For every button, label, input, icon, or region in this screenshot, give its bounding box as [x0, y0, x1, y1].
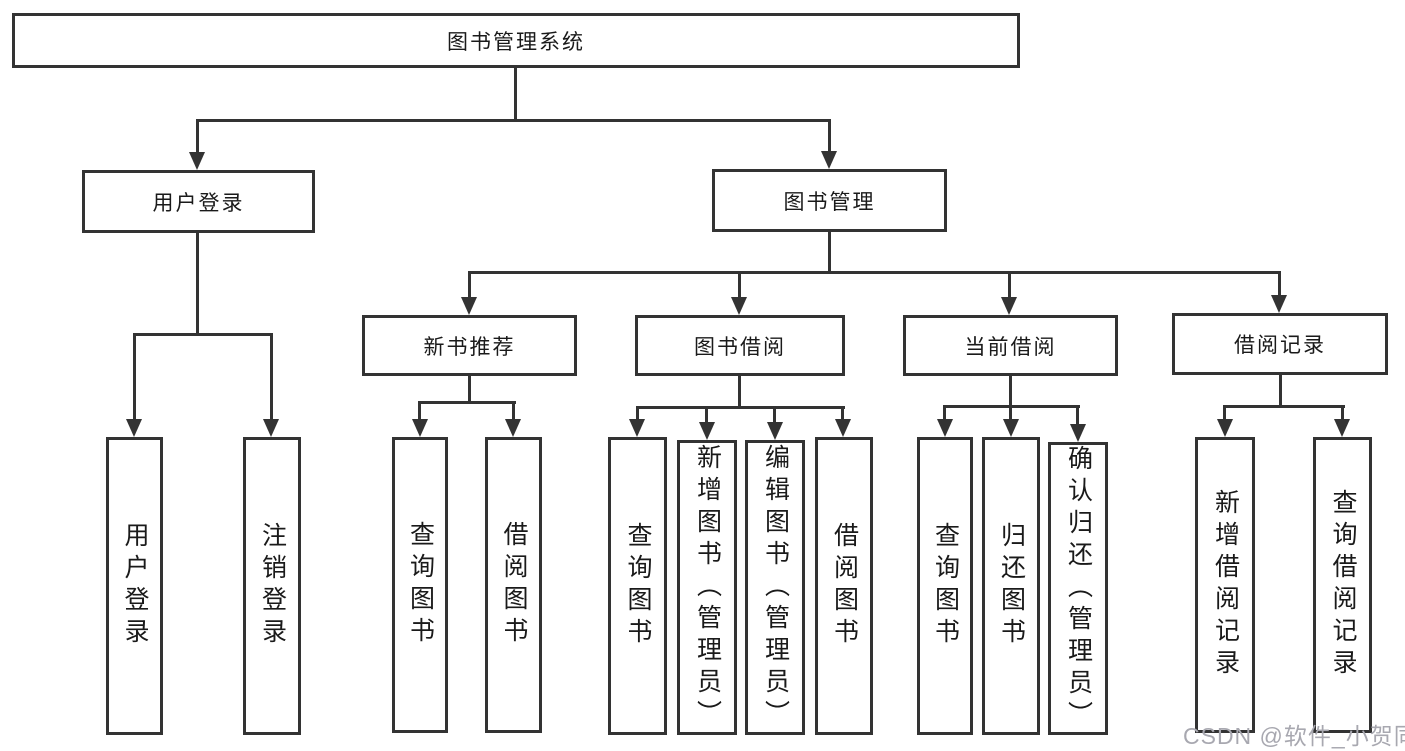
node-label: 注销登录 [258, 522, 287, 650]
node-label: 用户登录 [121, 522, 149, 650]
node-current-borrowing: 当前借阅 [903, 315, 1118, 376]
node-book-management: 图书管理 [712, 169, 947, 232]
node-label: 确认归还（管理员） [1064, 445, 1093, 733]
node-label: 新书推荐 [423, 335, 516, 359]
node-user-login: 用户登录 [82, 170, 315, 233]
connector-line [514, 68, 517, 122]
node-new-book-recommendation: 新书推荐 [362, 315, 577, 376]
node-label: 用户登录 [152, 191, 245, 215]
connector-line [468, 271, 471, 299]
arrowhead-icon [126, 419, 142, 437]
node-label: 归还图书 [997, 522, 1026, 650]
connector-line [636, 406, 639, 421]
connector-line [1076, 405, 1079, 426]
connector-line [512, 401, 515, 421]
connector-line [828, 232, 831, 274]
connector-line [1009, 405, 1012, 421]
arrowhead-icon [1003, 419, 1019, 437]
connector-line [1008, 271, 1011, 299]
arrowhead-icon [189, 152, 205, 170]
leaf-confirm-return-admin: 确认归还（管理员） [1048, 442, 1108, 735]
node-borrowing-records: 借阅记录 [1172, 313, 1388, 375]
node-label: 图书管理系统 [447, 30, 585, 54]
csdn-watermark: CSDN @软件_小贺同学 [1183, 723, 1405, 749]
node-label: 查询图书 [624, 522, 652, 650]
connector-line [196, 119, 199, 155]
arrowhead-icon [461, 297, 477, 315]
connector-line [196, 119, 831, 122]
connector-line [1279, 375, 1282, 407]
node-label: 查询借阅记录 [1329, 489, 1357, 681]
node-label: 借阅图书 [830, 522, 859, 650]
leaf-query-borrow-record: 查询借阅记录 [1313, 437, 1372, 733]
leaf-query-books-current: 查询图书 [917, 437, 973, 735]
leaf-borrow-books-borrowing: 借阅图书 [815, 437, 873, 735]
connector-line [738, 376, 741, 409]
arrowhead-icon [505, 419, 521, 437]
connector-line [636, 406, 845, 409]
leaf-query-books-recommend: 查询图书 [392, 437, 448, 733]
connector-line [1223, 405, 1226, 421]
leaf-add-borrow-record: 新增借阅记录 [1195, 437, 1255, 733]
connector-line [773, 406, 776, 424]
connector-line [468, 376, 471, 404]
leaf-logout: 注销登录 [243, 437, 301, 735]
connector-line [841, 406, 844, 421]
arrowhead-icon [835, 419, 851, 437]
leaf-add-book-admin: 新增图书（管理员） [677, 440, 737, 735]
arrowhead-icon [263, 419, 279, 437]
arrowhead-icon [629, 419, 645, 437]
connector-line [1223, 405, 1345, 408]
connector-line [196, 233, 199, 335]
node-label: 借阅记录 [1234, 334, 1326, 357]
node-label: 新增借阅记录 [1211, 489, 1240, 681]
node-library-management-system: 图书管理系统 [12, 13, 1020, 68]
connector-line [1009, 376, 1012, 407]
arrowhead-icon [731, 297, 747, 315]
connector-line [738, 271, 741, 299]
arrowhead-icon [767, 422, 783, 440]
node-label: 查询图书 [406, 521, 435, 649]
leaf-edit-book-admin: 编辑图书（管理员） [745, 440, 805, 735]
arrowhead-icon [1001, 297, 1017, 315]
leaf-borrow-books-recommend: 借阅图书 [485, 437, 542, 733]
arrowhead-icon [1271, 295, 1287, 313]
connector-line [705, 406, 708, 424]
node-label: 编辑图书（管理员） [761, 443, 790, 732]
connector-line [1341, 405, 1344, 421]
node-label: 新增图书（管理员） [693, 443, 722, 732]
connector-line [133, 333, 273, 336]
node-label: 借阅图书 [500, 521, 528, 649]
arrowhead-icon [1334, 419, 1350, 437]
arrowhead-icon [937, 419, 953, 437]
leaf-return-books: 归还图书 [982, 437, 1040, 735]
leaf-query-books-borrowing: 查询图书 [608, 437, 667, 735]
arrowhead-icon [821, 151, 837, 169]
node-book-borrowing: 图书借阅 [635, 315, 845, 376]
connector-line [468, 271, 1281, 274]
node-label: 图书借阅 [694, 335, 786, 359]
arrowhead-icon [1070, 424, 1086, 442]
arrowhead-icon [1217, 419, 1233, 437]
node-label: 图书管理 [783, 190, 876, 214]
connector-line [418, 401, 516, 404]
node-label: 当前借阅 [964, 335, 1057, 359]
connector-line [133, 333, 136, 421]
connector-line [418, 401, 421, 421]
node-label: 查询图书 [931, 522, 960, 650]
arrowhead-icon [699, 422, 715, 440]
connector-line [828, 119, 831, 155]
connector-line [270, 333, 273, 421]
connector-line [943, 405, 946, 421]
connector-line [1278, 271, 1281, 299]
leaf-user-login: 用户登录 [106, 437, 163, 735]
arrowhead-icon [412, 419, 428, 437]
